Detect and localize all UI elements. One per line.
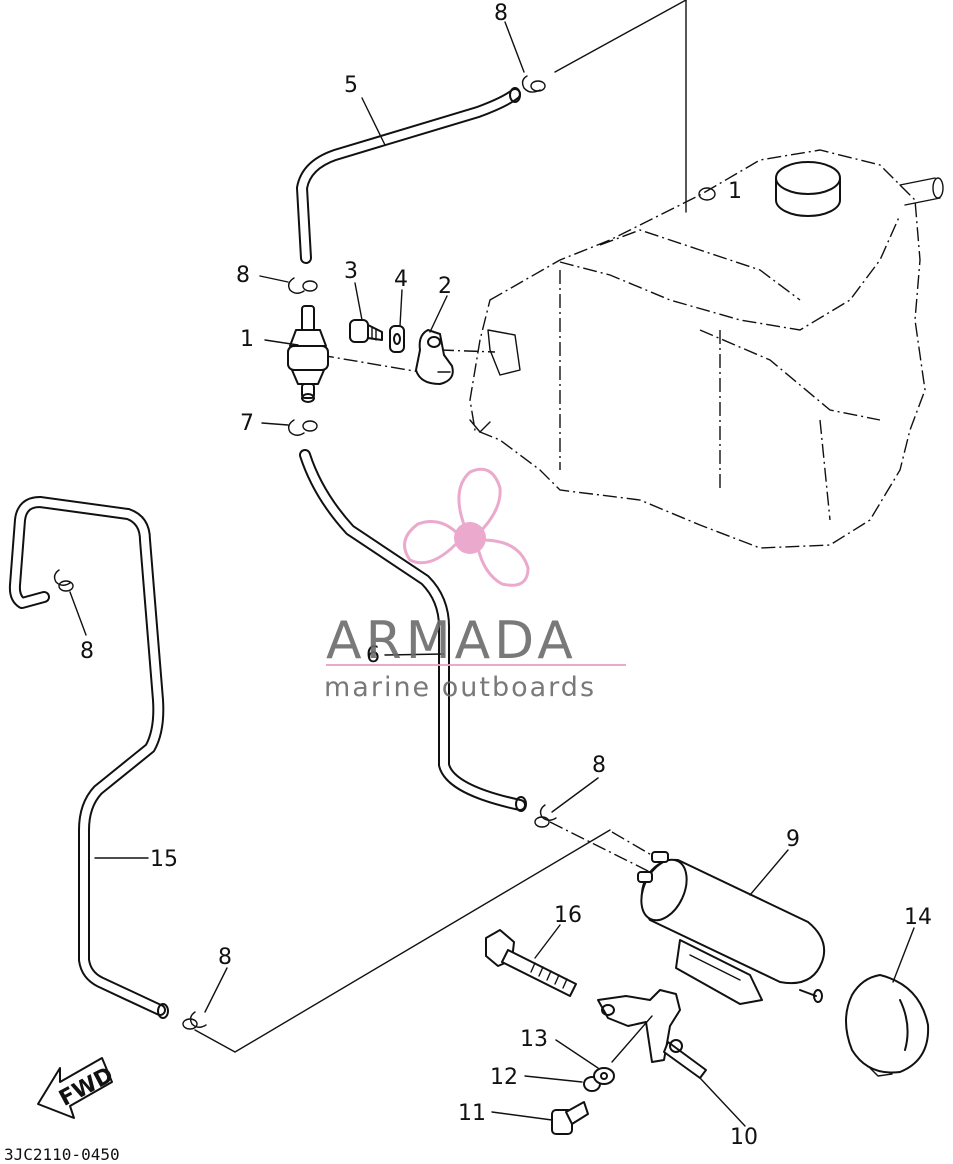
tank-reference-label: 1 xyxy=(728,179,742,204)
pump-cover-icon xyxy=(845,974,930,1077)
callout-8-left: 8 xyxy=(80,639,94,664)
watermark-tagline: marine outboards xyxy=(324,672,596,703)
hose-clip-icon xyxy=(287,277,318,294)
hose-clip-icon xyxy=(534,804,557,828)
callout-8-bottom: 8 xyxy=(218,945,232,970)
tank-fitting xyxy=(698,187,716,201)
watermark-brand: ARMADA xyxy=(326,611,577,671)
callout-2: 2 xyxy=(438,274,452,299)
assembly-lines xyxy=(194,0,687,1053)
callout-15: 15 xyxy=(150,847,178,872)
propeller-icon xyxy=(403,467,530,587)
small-bolt-icon xyxy=(551,1101,589,1135)
hose-clip-icon xyxy=(182,1011,207,1030)
screw-icon xyxy=(349,319,383,343)
hose-5-end xyxy=(509,87,521,103)
callout-8-middle: 8 xyxy=(592,753,606,778)
callout-leaders xyxy=(69,21,915,1127)
hose-15 xyxy=(8,496,166,1016)
filter-clamp-icon xyxy=(415,329,454,385)
callout-6: 6 xyxy=(366,643,380,668)
callout-12: 12 xyxy=(490,1065,518,1090)
armada-watermark: ARMADA marine outboards xyxy=(324,467,626,703)
callout-13: 13 xyxy=(520,1027,548,1052)
callout-7: 7 xyxy=(240,411,254,436)
callout-8-filter: 8 xyxy=(236,263,250,288)
diagram-code: 3JC2110-0450 xyxy=(4,1145,120,1164)
mounting-bracket-icon xyxy=(597,989,707,1079)
hose-6-end xyxy=(515,796,527,812)
plain-washer-icon xyxy=(593,1067,615,1085)
hose-clip-icon xyxy=(287,419,318,436)
hose-clip-icon xyxy=(53,569,74,592)
washer-icon xyxy=(389,325,405,353)
callout-3: 3 xyxy=(344,259,358,284)
hose-5 xyxy=(296,88,521,264)
hose-clip-icon xyxy=(521,75,546,93)
fuel-tank-outline xyxy=(469,149,944,549)
callout-9: 9 xyxy=(786,827,800,852)
callout-10: 10 xyxy=(730,1125,758,1150)
bolt-icon xyxy=(485,929,577,997)
callout-16: 16 xyxy=(554,903,582,928)
fuel-pump-icon xyxy=(637,851,826,1005)
callout-14: 14 xyxy=(904,905,932,930)
hose-6 xyxy=(299,449,526,811)
callout-5: 5 xyxy=(344,73,358,98)
callout-8-top: 8 xyxy=(494,1,508,26)
forward-direction-arrow-icon: FWD xyxy=(37,1057,118,1119)
callout-4: 4 xyxy=(394,267,408,292)
fuel-filter-icon xyxy=(287,305,329,403)
callout-11: 11 xyxy=(458,1101,486,1126)
hose-15-end xyxy=(157,1003,169,1019)
callout-1: 1 xyxy=(240,327,254,352)
